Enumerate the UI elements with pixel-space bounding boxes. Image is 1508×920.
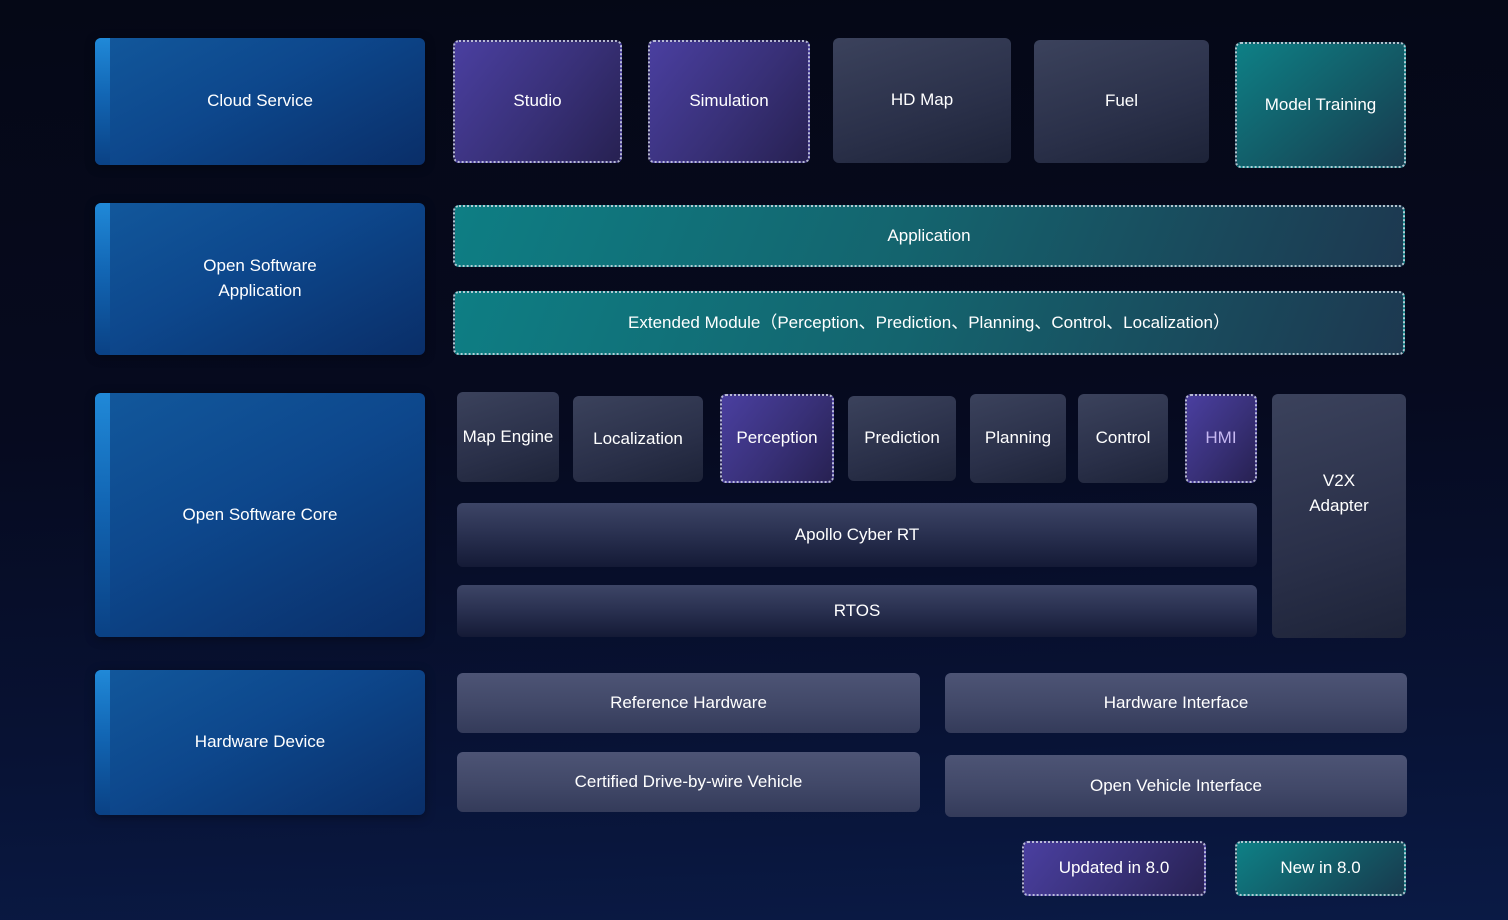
- hardware-interface-label: Hardware Interface: [1103, 692, 1249, 712]
- hd-map-label: HD Map: [890, 90, 954, 110]
- simulation-label: Simulation: [689, 91, 769, 111]
- extended-module-bar: Extended Module（Perception、Prediction、Pl…: [453, 291, 1405, 355]
- cloud-service-label: Cloud Service: [207, 91, 313, 111]
- control-box: Control: [1078, 394, 1168, 483]
- model-training-label: Model Training: [1264, 94, 1377, 114]
- legend-new-label: New in 8.0: [1280, 858, 1361, 878]
- localization-label: Localization: [593, 428, 683, 448]
- v2x-adapter-label: V2X Adapter: [1309, 471, 1369, 515]
- hardware-device-label: Hardware Device: [194, 732, 326, 752]
- reference-hardware-box: Reference Hardware: [457, 673, 920, 733]
- reference-hardware-label: Reference Hardware: [610, 692, 767, 712]
- application-label: Application: [887, 225, 971, 245]
- v2x-adapter-box: V2X Adapter: [1272, 394, 1406, 638]
- hmi-box: HMI: [1185, 394, 1257, 483]
- legend-new-badge: New in 8.0: [1235, 841, 1406, 896]
- prediction-box: Prediction: [848, 396, 956, 481]
- planning-box: Planning: [970, 394, 1066, 483]
- apollo-cyber-rt-label: Apollo Cyber RT: [794, 524, 920, 544]
- fuel-box: Fuel: [1034, 40, 1209, 163]
- hmi-label: HMI: [1205, 428, 1237, 448]
- accent-bar: [95, 670, 110, 815]
- certified-vehicle-box: Certified Drive-by-wire Vehicle: [457, 752, 920, 812]
- studio-label: Studio: [513, 91, 562, 111]
- open-software-core-block: Open Software Core: [95, 393, 425, 637]
- extended-module-label: Extended Module（Perception、Prediction、Pl…: [628, 312, 1230, 332]
- studio-box: Studio: [453, 40, 622, 163]
- prediction-label: Prediction: [864, 428, 940, 448]
- open-vehicle-interface-box: Open Vehicle Interface: [945, 755, 1407, 817]
- rtos-label: RTOS: [833, 600, 881, 620]
- perception-box: Perception: [720, 394, 834, 483]
- cloud-service-block: Cloud Service: [95, 38, 425, 165]
- accent-bar: [95, 203, 110, 355]
- legend-updated-label: Updated in 8.0: [1058, 858, 1170, 878]
- rtos-bar: RTOS: [457, 585, 1257, 637]
- accent-bar: [95, 38, 110, 165]
- hd-map-box: HD Map: [833, 38, 1011, 163]
- map-engine-label: Map Engine: [462, 426, 554, 446]
- simulation-box: Simulation: [648, 40, 810, 163]
- open-software-core-label: Open Software Core: [182, 504, 338, 524]
- perception-label: Perception: [736, 428, 818, 448]
- open-software-application-block: Open Software Application: [95, 203, 425, 355]
- hardware-interface-box: Hardware Interface: [945, 673, 1407, 733]
- fuel-label: Fuel: [1104, 91, 1139, 111]
- localization-box: Localization: [573, 396, 703, 482]
- certified-vehicle-label: Certified Drive-by-wire Vehicle: [574, 771, 803, 791]
- model-training-box: Model Training: [1235, 42, 1406, 168]
- planning-label: Planning: [984, 428, 1052, 448]
- accent-bar: [95, 393, 110, 637]
- legend-updated-badge: Updated in 8.0: [1022, 841, 1206, 896]
- hardware-device-block: Hardware Device: [95, 670, 425, 815]
- apollo-cyber-rt-bar: Apollo Cyber RT: [457, 503, 1257, 567]
- control-label: Control: [1095, 428, 1151, 448]
- application-bar: Application: [453, 205, 1405, 267]
- map-engine-box: Map Engine: [457, 392, 559, 482]
- open-vehicle-interface-label: Open Vehicle Interface: [1089, 775, 1262, 795]
- open-software-application-label: Open Software Application: [203, 256, 317, 300]
